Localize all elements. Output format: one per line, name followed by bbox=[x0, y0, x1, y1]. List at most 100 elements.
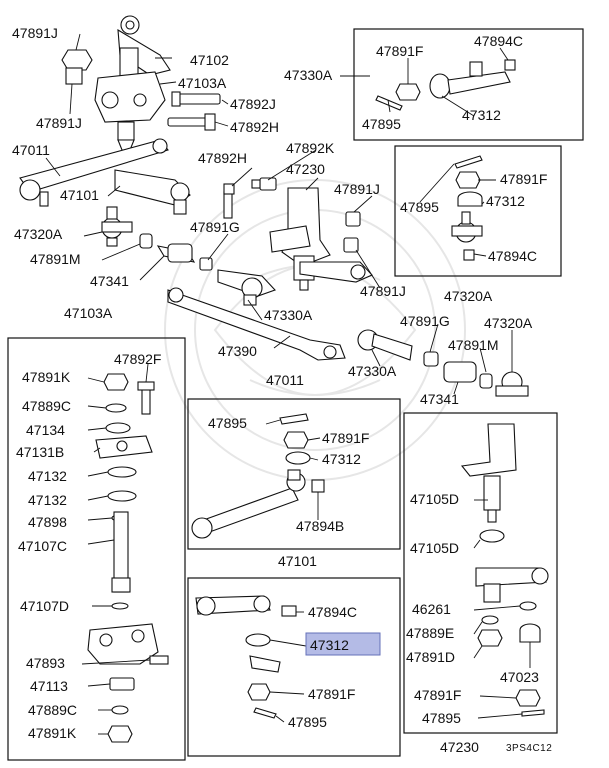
idler-housing-top bbox=[94, 71, 166, 151]
label-47891g-left[interactable]: 47891G bbox=[190, 219, 240, 235]
label-47891j-2[interactable]: 47891J bbox=[36, 115, 82, 131]
label-47895-box6[interactable]: 47895 bbox=[422, 710, 461, 726]
tie-rod-end-47320a-right bbox=[495, 371, 529, 397]
idler-arm-47330a bbox=[217, 269, 276, 306]
label-47113[interactable]: 47113 bbox=[30, 678, 68, 694]
sleeve-47341-right bbox=[443, 361, 477, 383]
nut-47891j-d bbox=[343, 237, 359, 253]
washer-47889e-b6 bbox=[481, 615, 499, 625]
label-47892j[interactable]: 47892J bbox=[230, 96, 276, 112]
label-47892h-2[interactable]: 47892H bbox=[198, 150, 247, 166]
label-47320a-left[interactable]: 47320A bbox=[14, 226, 63, 242]
cotter-pin-47895-b2 bbox=[454, 155, 483, 169]
label-47312-box2[interactable]: 47312 bbox=[486, 193, 525, 209]
grease-fitting-47894c-b1 bbox=[504, 59, 516, 71]
label-47895-box1[interactable]: 47895 bbox=[362, 116, 401, 132]
nut-47891k-b-b3 bbox=[107, 725, 133, 743]
label-47891f-box2[interactable]: 47891F bbox=[500, 171, 547, 187]
label-47107d[interactable]: 47107D bbox=[20, 598, 69, 614]
label-47103a[interactable]: 47103A bbox=[178, 75, 227, 91]
bushing-47132-b-b3 bbox=[107, 490, 137, 502]
label-47891j-3[interactable]: 47891J bbox=[334, 181, 380, 197]
label-47891j-1[interactable]: 47891J bbox=[12, 25, 58, 41]
label-47105d-1[interactable]: 47105D bbox=[410, 491, 459, 507]
label-47891f-box6[interactable]: 47891F bbox=[414, 687, 461, 703]
bushing-47132-a-b3 bbox=[107, 466, 137, 478]
center-link-47390 bbox=[167, 287, 346, 361]
label-47341-left[interactable]: 47341 bbox=[90, 273, 129, 289]
label-47107c[interactable]: 47107C bbox=[18, 538, 67, 554]
nut-47891g-left bbox=[199, 257, 213, 271]
seal-47134-b3 bbox=[105, 422, 131, 434]
nut-47891j-a bbox=[61, 49, 93, 71]
label-47895-box2[interactable]: 47895 bbox=[400, 199, 439, 215]
label-47330a-right[interactable]: 47330A bbox=[348, 363, 397, 379]
cotter-pin-47895-b4 bbox=[279, 413, 309, 425]
label-47330a-box1[interactable]: 47330A bbox=[284, 67, 333, 83]
label-47891d[interactable]: 47891D bbox=[406, 649, 455, 665]
label-47891f-box5[interactable]: 47891F bbox=[308, 686, 355, 702]
label-47898[interactable]: 47898 bbox=[28, 514, 67, 530]
label-47312-box1[interactable]: 47312 bbox=[462, 107, 501, 123]
label-47011-box4-title[interactable]: 47011 bbox=[266, 372, 304, 388]
cotter-pin-47895-b6 bbox=[521, 709, 545, 717]
label-47895-box5[interactable]: 47895 bbox=[288, 714, 327, 730]
pitman-arm-b5 bbox=[195, 595, 271, 616]
idler-bracket-47230 bbox=[269, 187, 331, 291]
bolt-47893-b3 bbox=[149, 655, 169, 665]
label-47893[interactable]: 47893 bbox=[26, 655, 65, 671]
label-47892f[interactable]: 47892F bbox=[114, 351, 161, 367]
label-47230-box6-title[interactable]: 47230 bbox=[440, 739, 479, 755]
label-47132-1[interactable]: 47132 bbox=[28, 468, 67, 484]
label-46261[interactable]: 46261 bbox=[412, 601, 451, 617]
label-47894b-box4[interactable]: 47894B bbox=[296, 518, 344, 534]
label-47889c-1[interactable]: 47889C bbox=[22, 398, 71, 414]
ball-stud-b5 bbox=[249, 655, 281, 673]
box-pitman-arm-parts bbox=[187, 577, 401, 757]
label-47891k-2[interactable]: 47891K bbox=[28, 725, 77, 741]
label-47312-box4[interactable]: 47312 bbox=[322, 451, 361, 467]
bolt-47892j bbox=[171, 91, 221, 107]
label-47894c-box1[interactable]: 47894C bbox=[474, 33, 523, 49]
label-47891k-1[interactable]: 47891K bbox=[22, 369, 71, 385]
washer-47889c-b3 bbox=[105, 403, 127, 413]
highlighted-part-47312[interactable] bbox=[305, 632, 381, 656]
label-47390[interactable]: 47390 bbox=[218, 343, 257, 359]
shaft-47107c-b3 bbox=[111, 511, 131, 593]
label-47023[interactable]: 47023 bbox=[500, 669, 539, 685]
label-47891g-right[interactable]: 47891G bbox=[400, 313, 450, 329]
label-47131b[interactable]: 47131B bbox=[16, 444, 64, 460]
label-47312-box5[interactable]: 47312 bbox=[310, 637, 349, 653]
ball-joint-47320a-b2 bbox=[451, 211, 483, 243]
label-47895-box4[interactable]: 47895 bbox=[208, 415, 247, 431]
label-47101-top[interactable]: 47101 bbox=[60, 187, 99, 203]
label-47134[interactable]: 47134 bbox=[26, 422, 65, 438]
label-47011-top[interactable]: 47011 bbox=[12, 142, 50, 158]
label-47101-box5-title[interactable]: 47101 bbox=[278, 553, 317, 569]
label-47892k[interactable]: 47892K bbox=[286, 140, 335, 156]
label-47894c-box5[interactable]: 47894C bbox=[308, 604, 357, 620]
label-47105d-2[interactable]: 47105D bbox=[410, 540, 459, 556]
label-47889c-2[interactable]: 47889C bbox=[28, 702, 77, 718]
label-47891m-right[interactable]: 47891M bbox=[448, 337, 499, 353]
label-47132-2[interactable]: 47132 bbox=[28, 492, 67, 508]
label-47891m-left[interactable]: 47891M bbox=[30, 251, 81, 267]
label-47320a-box2[interactable]: 47320A bbox=[444, 288, 493, 304]
label-47889e[interactable]: 47889E bbox=[406, 625, 454, 641]
label-47230-top[interactable]: 47230 bbox=[286, 161, 325, 177]
bracket-47230-b6 bbox=[460, 423, 517, 523]
label-47892h-1[interactable]: 47892H bbox=[230, 119, 279, 135]
label-47891f-box1[interactable]: 47891F bbox=[376, 43, 423, 59]
label-47891f-box4[interactable]: 47891F bbox=[322, 430, 369, 446]
nut-47891f-b6 bbox=[515, 689, 541, 707]
label-47102[interactable]: 47102 bbox=[190, 52, 229, 68]
label-47894c-box2[interactable]: 47894C bbox=[488, 248, 537, 264]
cap-47113-b3 bbox=[109, 677, 135, 691]
nut-47891j-b bbox=[65, 67, 83, 85]
label-47891j-4[interactable]: 47891J bbox=[360, 283, 406, 299]
label-47330a-mid[interactable]: 47330A bbox=[264, 307, 313, 323]
tie-rod-end-47312-b1 bbox=[429, 61, 511, 99]
label-47320a-right[interactable]: 47320A bbox=[484, 315, 533, 331]
label-47341-right[interactable]: 47341 bbox=[420, 391, 459, 407]
label-47103a-box3-title[interactable]: 47103A bbox=[64, 305, 113, 321]
